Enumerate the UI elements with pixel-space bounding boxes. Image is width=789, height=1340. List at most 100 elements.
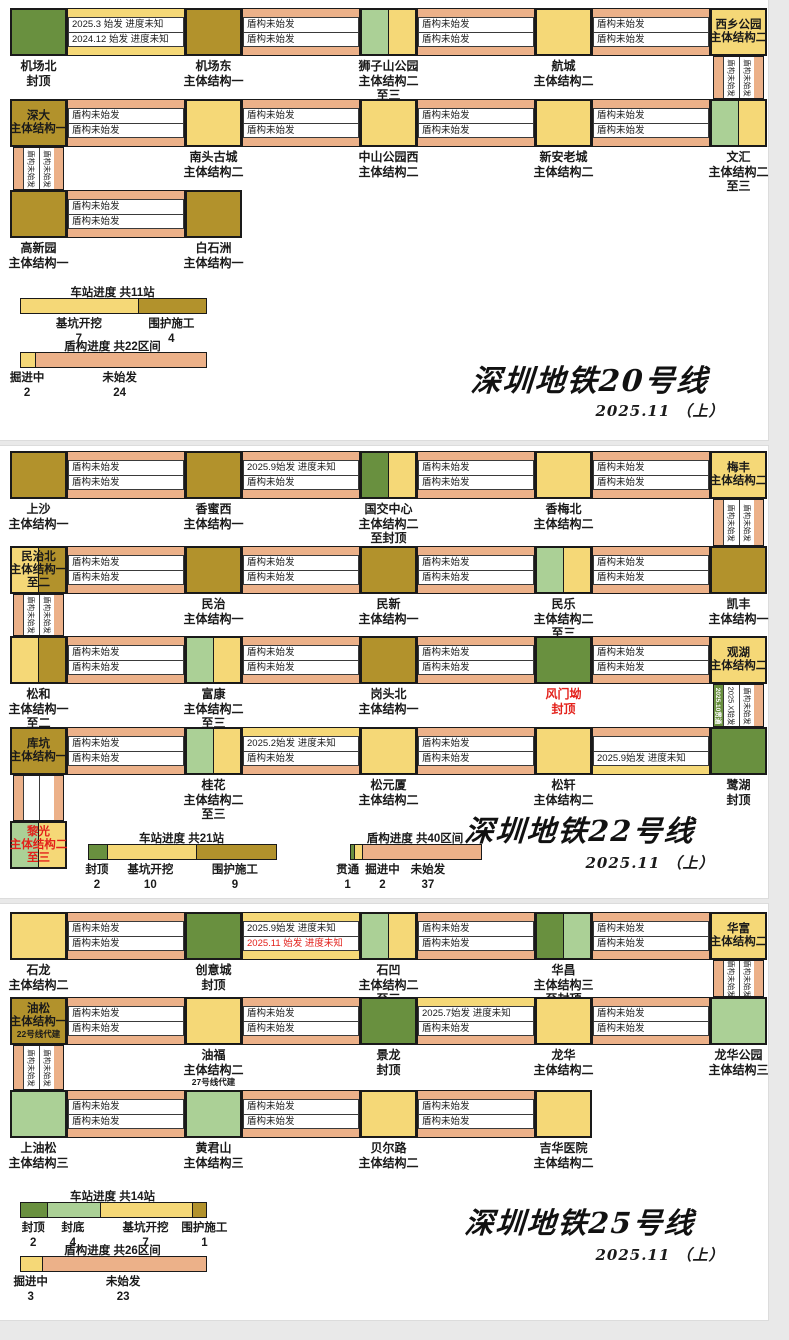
station-box-fill [187, 453, 240, 497]
station-label-line: 主体结构二 [533, 1062, 594, 1077]
tunnel-status-line: 盾构未始发 [418, 32, 534, 47]
station-label-line: 主体结构一 [183, 516, 244, 531]
station-label-line: 主体结构二 [533, 1155, 594, 1170]
tunnel-connector-strip [714, 57, 723, 98]
legend-item-count: 1 [201, 1237, 208, 1249]
station-label-line: 主体结构二 [709, 660, 768, 672]
station-label-line: 龙华 [551, 1048, 576, 1062]
station-box-fill [388, 453, 415, 497]
panel-title: 深圳地铁20号线 [469, 364, 710, 399]
legend-item-label: 基坑开挖 [122, 1222, 169, 1234]
station-label-line: 高新园 [20, 241, 57, 255]
tunnel-connector-cell: 盾构未始发 [23, 595, 39, 635]
tunnel-connector-cell: 盾构未始发 [38, 595, 54, 635]
tunnel-status-line: 盾构未始发 [243, 660, 359, 675]
legend-segment [21, 1257, 43, 1271]
tunnel-segment: 盾构未始发盾构未始发 [67, 997, 185, 1045]
tunnel-segment: 盾构未始发盾构未始发 [242, 8, 360, 56]
panel-title: 深圳地铁22号线 [463, 814, 697, 848]
tunnel-strip-top [243, 728, 359, 736]
tunnel-segment: 盾构未始发盾构未始发 [417, 912, 535, 960]
station-label-line: 新安老城 [539, 150, 588, 164]
tunnel-segment: 盾构未始发盾构未始发 [242, 997, 360, 1045]
tunnel-status-line [593, 736, 709, 752]
legend-segment [106, 845, 196, 859]
station-label: 库坑主体结构一 [0, 729, 89, 773]
tunnel-strip-bottom [593, 766, 709, 774]
legend-item-count: 7 [75, 333, 83, 345]
tunnel-status-line: 盾构未始发 [418, 736, 534, 752]
tunnel-status-line: 盾构未始发 [593, 555, 709, 571]
tunnel-status-line: 盾构未始发 [68, 1006, 184, 1022]
tunnel-status-line: 盾构未始发 [68, 555, 184, 571]
station-label-line: 机场北 [20, 59, 57, 73]
station-label: 高新园主体结构一 [0, 241, 119, 270]
station-box-fill [362, 729, 415, 773]
station-label-line: 主体结构二 [183, 164, 244, 179]
station-box-fill [362, 10, 388, 54]
station-box-fill [12, 192, 65, 236]
tunnel-connector: 盾构未始发盾构未始发 [713, 56, 764, 99]
station-label-line: 主体结构二 [8, 977, 69, 992]
tunnel-strip-top [68, 913, 184, 921]
legend-title: 盾构进度 共22区间 [64, 341, 161, 353]
tunnel-strip-top [68, 100, 184, 108]
station-label-line: 景龙 [376, 1048, 401, 1062]
tunnel-status-line: 盾构未始发 [68, 921, 184, 937]
tunnel-status-line: 盾构未始发 [68, 1021, 184, 1036]
tunnel-connector-strip [14, 148, 23, 189]
station-box-fill [12, 1092, 65, 1136]
tunnel-segment: 盾构未始发盾构未始发 [242, 1090, 360, 1138]
station-box: 华富主体结构二 [710, 912, 767, 960]
tunnel-status-line: 盾构未始发 [68, 736, 184, 752]
station-label-line: 主体结构二 [9, 838, 68, 851]
station-box-fill [187, 914, 240, 958]
station-label-line: 上沙 [26, 502, 51, 516]
tunnel-connector-strip [754, 685, 763, 726]
station-label: 民治北主体结构一至二 [0, 548, 89, 592]
tunnel-strip-top [593, 637, 709, 645]
legend-item-label: 围护施工 [211, 864, 258, 876]
tunnel-strip-bottom [243, 138, 359, 146]
station-label-line: 观湖 [727, 647, 750, 659]
tunnel-status-line: 盾构未始发 [68, 936, 184, 951]
tunnel-status-vtext: 2025.X始发 [726, 686, 736, 725]
station-label-line: 吉华医院 [539, 1141, 588, 1155]
tunnel-status-line: 2025.2始发 进度未知 [243, 736, 359, 752]
tunnel-connector-strip [54, 1046, 63, 1089]
tunnel-connector: 盾构未始发盾构未始发 [713, 499, 764, 546]
station-box-fill [187, 192, 240, 236]
station-box [535, 451, 592, 499]
station-label-line: 主体结构二 [533, 516, 594, 531]
station-box [185, 912, 242, 960]
tunnel-segment: 盾构未始发盾构未始发 [67, 546, 185, 594]
tunnel-status-vtext: 盾构未始发 [26, 1048, 36, 1087]
station-label: 梅丰主体结构二 [688, 453, 789, 497]
tunnel-status-vtext: 盾构未始发 [42, 596, 52, 634]
tunnel-segment: 2025.9始发 进度未知盾构未始发 [242, 451, 360, 499]
tunnel-strip-bottom [243, 585, 359, 593]
station-box [185, 99, 242, 147]
tunnel-status-line: 盾构未始发 [593, 1006, 709, 1022]
station-box [710, 997, 767, 1045]
station-label: 黄君山主体结构三 [134, 1141, 294, 1170]
station-label: 国交中心主体结构二至封顶 [309, 502, 469, 546]
tunnel-strip-top [418, 100, 534, 108]
tunnel-strip-top [68, 547, 184, 555]
station-box: 观湖主体结构二 [710, 636, 767, 684]
station-box [185, 8, 242, 56]
station-label-line: 华富 [727, 923, 750, 935]
station-label-line: 机场东 [195, 59, 232, 73]
station-label: 石龙主体结构二 [0, 963, 119, 992]
station-box [10, 636, 67, 684]
station-label-line: 主体结构三 [533, 977, 594, 992]
station-label: 观湖主体结构二 [688, 638, 789, 682]
station-box [10, 912, 67, 960]
station-label-line: 松元厦 [370, 778, 407, 792]
tunnel-strip-top [593, 100, 709, 108]
station-label: 龙华主体结构二 [484, 1048, 644, 1077]
